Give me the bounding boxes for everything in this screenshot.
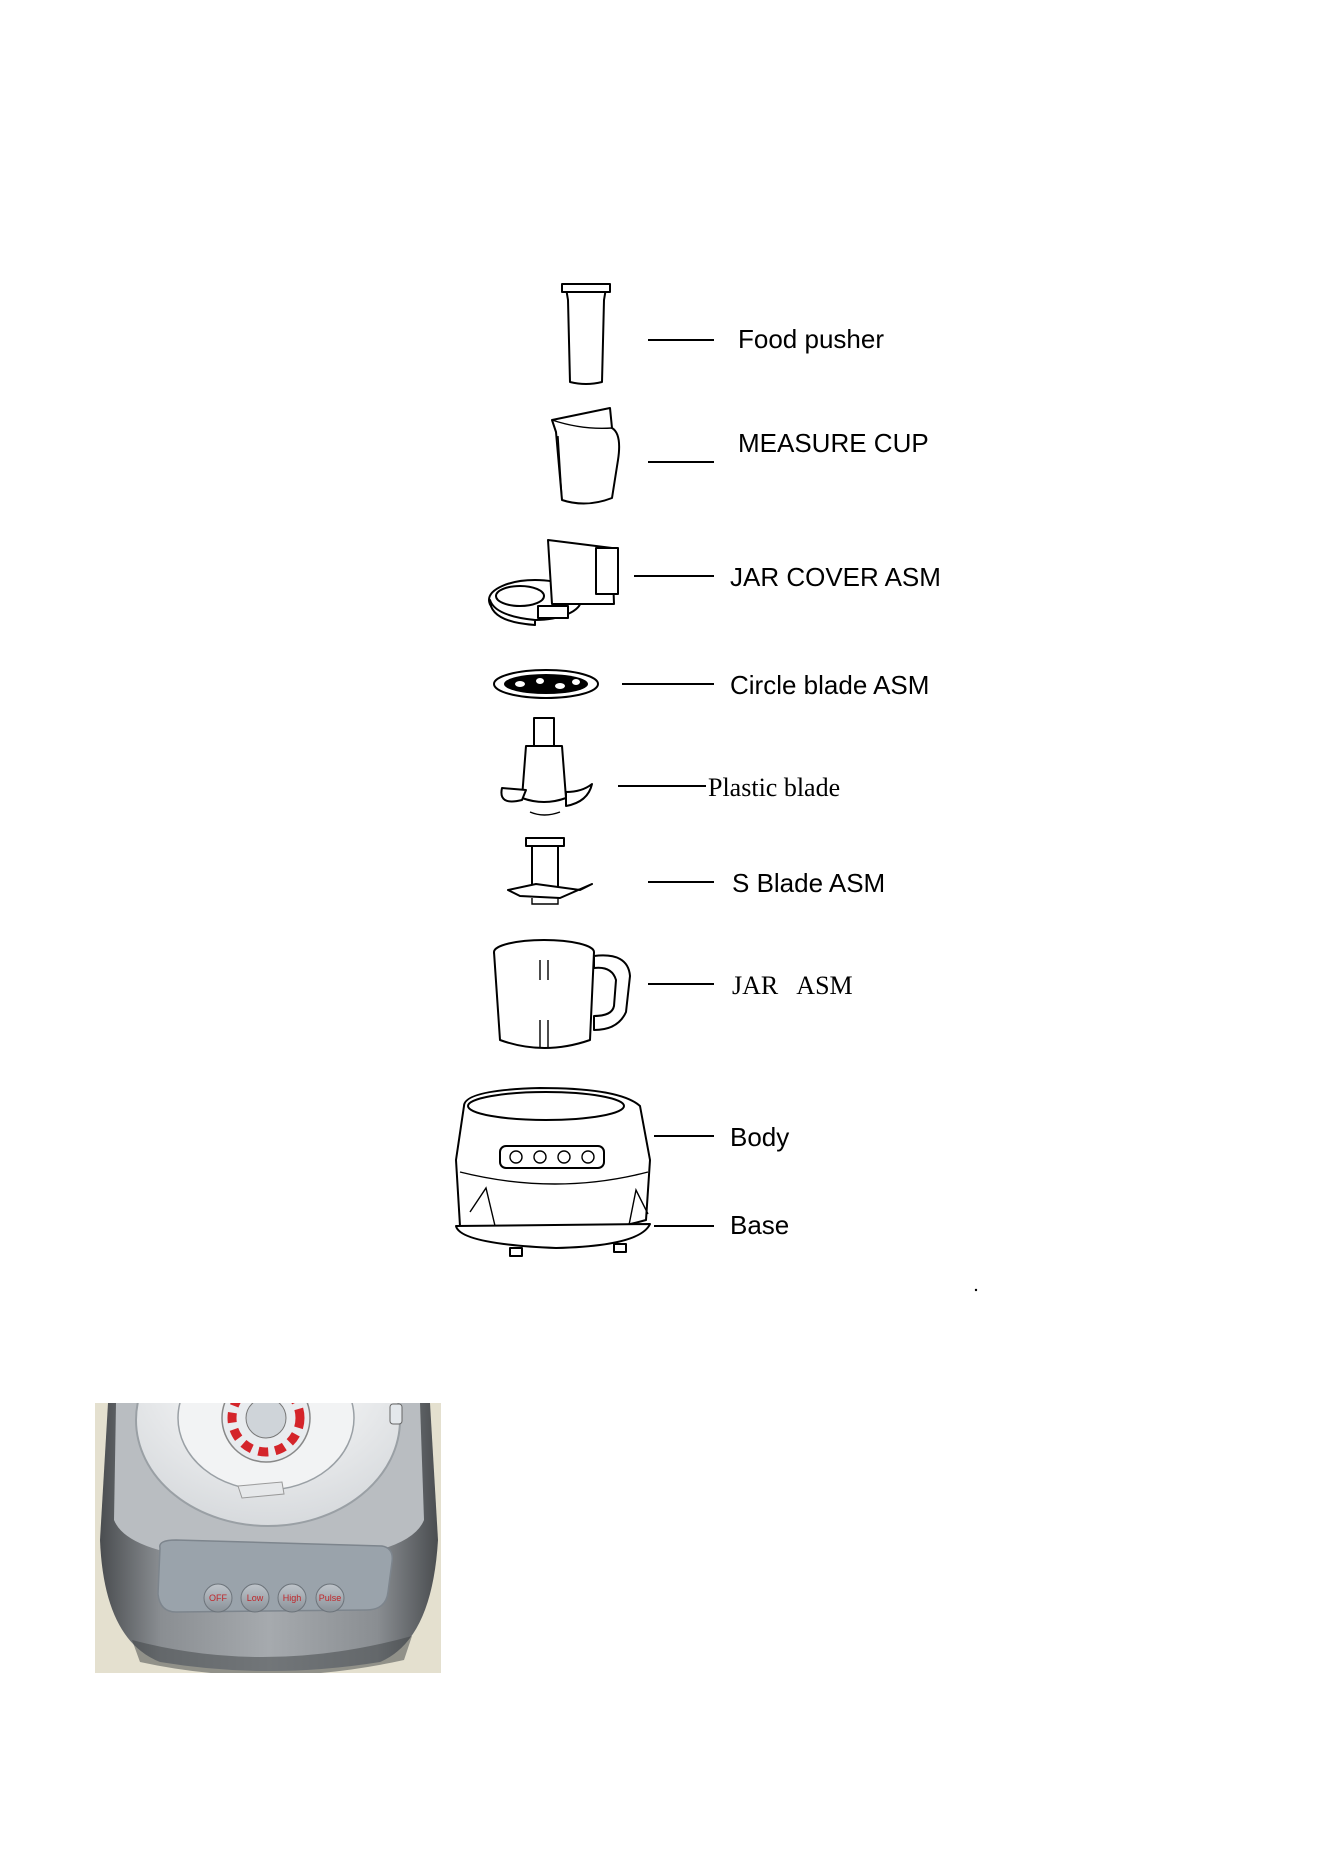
label-plastic-blade: Plastic blade	[708, 773, 840, 802]
jar-cover-drawing	[489, 540, 618, 625]
button-pulse: Pulse	[319, 1593, 342, 1603]
label-jar: JAR ASM	[732, 971, 853, 1000]
button-off: OFF	[209, 1593, 227, 1603]
plastic-blade-drawing	[501, 718, 592, 815]
label-jar-cover: JAR COVER ASM	[730, 562, 941, 592]
leader-lines	[618, 340, 714, 1226]
button-low: Low	[247, 1593, 264, 1603]
body-base-drawing	[456, 1088, 650, 1256]
measure-cup-drawing	[552, 408, 619, 504]
label-circle-blade: Circle blade ASM	[730, 670, 929, 700]
s-blade-drawing	[508, 838, 592, 904]
circle-blade-drawing	[494, 670, 598, 698]
button-high: High	[283, 1593, 302, 1603]
food-pusher-drawing	[562, 284, 610, 384]
jar-drawing	[494, 940, 630, 1048]
stray-dot	[975, 1289, 977, 1291]
label-body: Body	[730, 1122, 789, 1152]
label-base: Base	[730, 1210, 789, 1240]
control-panel-photo: OFF Low High Pulse	[95, 1314, 441, 1676]
label-measure-cup: MEASURE CUP	[738, 428, 929, 458]
label-s-blade: S Blade ASM	[732, 868, 885, 898]
label-food-pusher: Food pusher	[738, 324, 884, 354]
